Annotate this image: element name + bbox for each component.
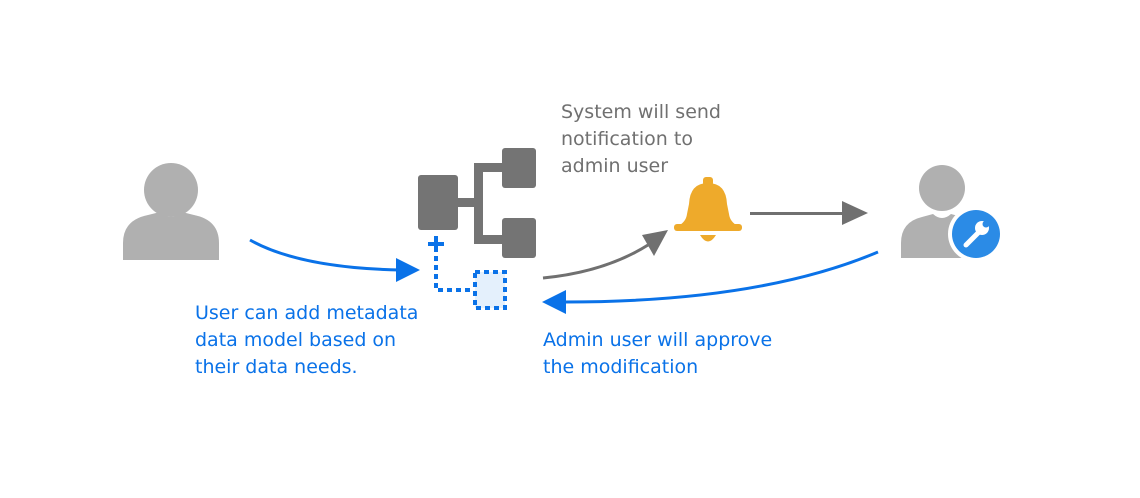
admin-label-line-2: the modification xyxy=(543,356,699,378)
new-node-dashed-icon xyxy=(434,256,507,310)
user-label-line-2: data model based on xyxy=(195,329,397,351)
person-icon xyxy=(123,163,219,260)
admin-approval-label: Admin user will approve the modification xyxy=(543,327,772,381)
admin-person-icon xyxy=(901,165,1004,262)
hierarchy-icon xyxy=(418,148,536,258)
model-to-bell-arrow xyxy=(542,230,668,280)
user-action-label: User can add metadata data model based o… xyxy=(195,300,418,381)
admin-label-line-1: Admin user will approve xyxy=(543,329,773,351)
plus-icon xyxy=(428,236,444,252)
bell-icon xyxy=(674,177,742,242)
system-label-line-2: notification to xyxy=(561,128,693,150)
admin-to-model-arrow xyxy=(542,250,879,314)
system-label-line-1: System will send xyxy=(561,101,721,123)
system-label-line-3: admin user xyxy=(561,155,669,177)
user-label-line-1: User can add metadata xyxy=(195,302,419,324)
user-to-model-arrow xyxy=(249,238,420,282)
wrench-icon xyxy=(963,220,990,248)
user-label-line-3: their data needs. xyxy=(195,356,358,378)
system-notification-label: System will send notification to admin u… xyxy=(561,99,721,180)
bell-to-admin-arrow xyxy=(750,201,868,225)
